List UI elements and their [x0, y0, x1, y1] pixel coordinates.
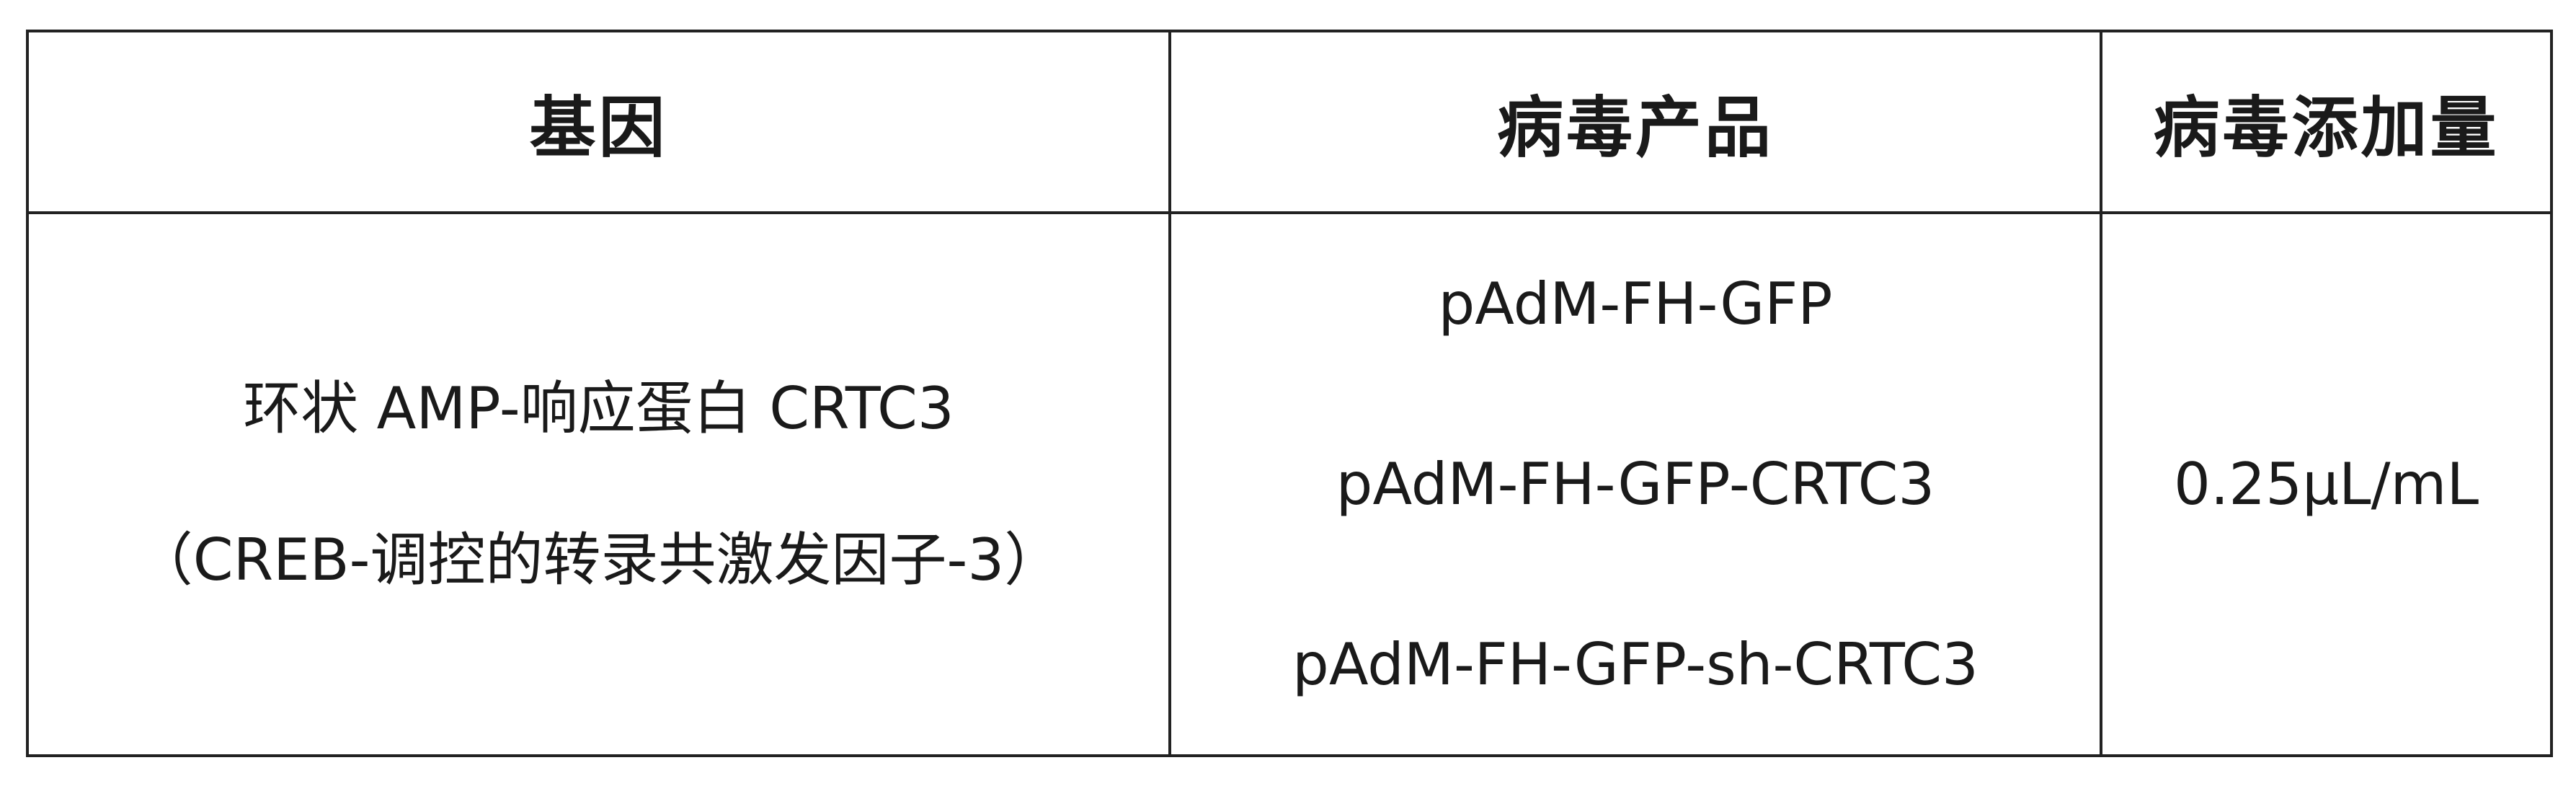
header-virus-dose: 病毒添加量: [2100, 30, 2553, 214]
header-virus-product: 病毒产品: [1168, 30, 2102, 214]
dose-cell: 0.25μL/mL: [2100, 211, 2553, 757]
dose-value: 0.25μL/mL: [2173, 451, 2479, 518]
gene-full-name: （CREB-调控的转录共激发因子-3）: [135, 526, 1062, 593]
product-cell: pAdM-FH-GFP pAdM-FH-GFP-CRTC3 pAdM-FH-GF…: [1168, 211, 2102, 757]
header-row: 基因 病毒产品 病毒添加量: [26, 30, 2553, 214]
product-item: pAdM-FH-GFP-CRTC3: [1336, 450, 1935, 518]
gene-name: 环状 AMP-响应蛋白 CRTC3: [243, 374, 954, 442]
product-item: pAdM-FH-GFP: [1438, 270, 1833, 337]
gene-cell: 环状 AMP-响应蛋白 CRTC3 （CREB-调控的转录共激发因子-3）: [26, 211, 1171, 757]
header-gene: 基因: [26, 30, 1171, 214]
virus-table: 基因 病毒产品 病毒添加量 环状 AMP-响应蛋白 CRTC3 （CREB-调控…: [26, 30, 2553, 757]
product-item: pAdM-FH-GFP-sh-CRTC3: [1292, 630, 1978, 698]
table-row: 环状 AMP-响应蛋白 CRTC3 （CREB-调控的转录共激发因子-3） pA…: [26, 211, 2553, 757]
